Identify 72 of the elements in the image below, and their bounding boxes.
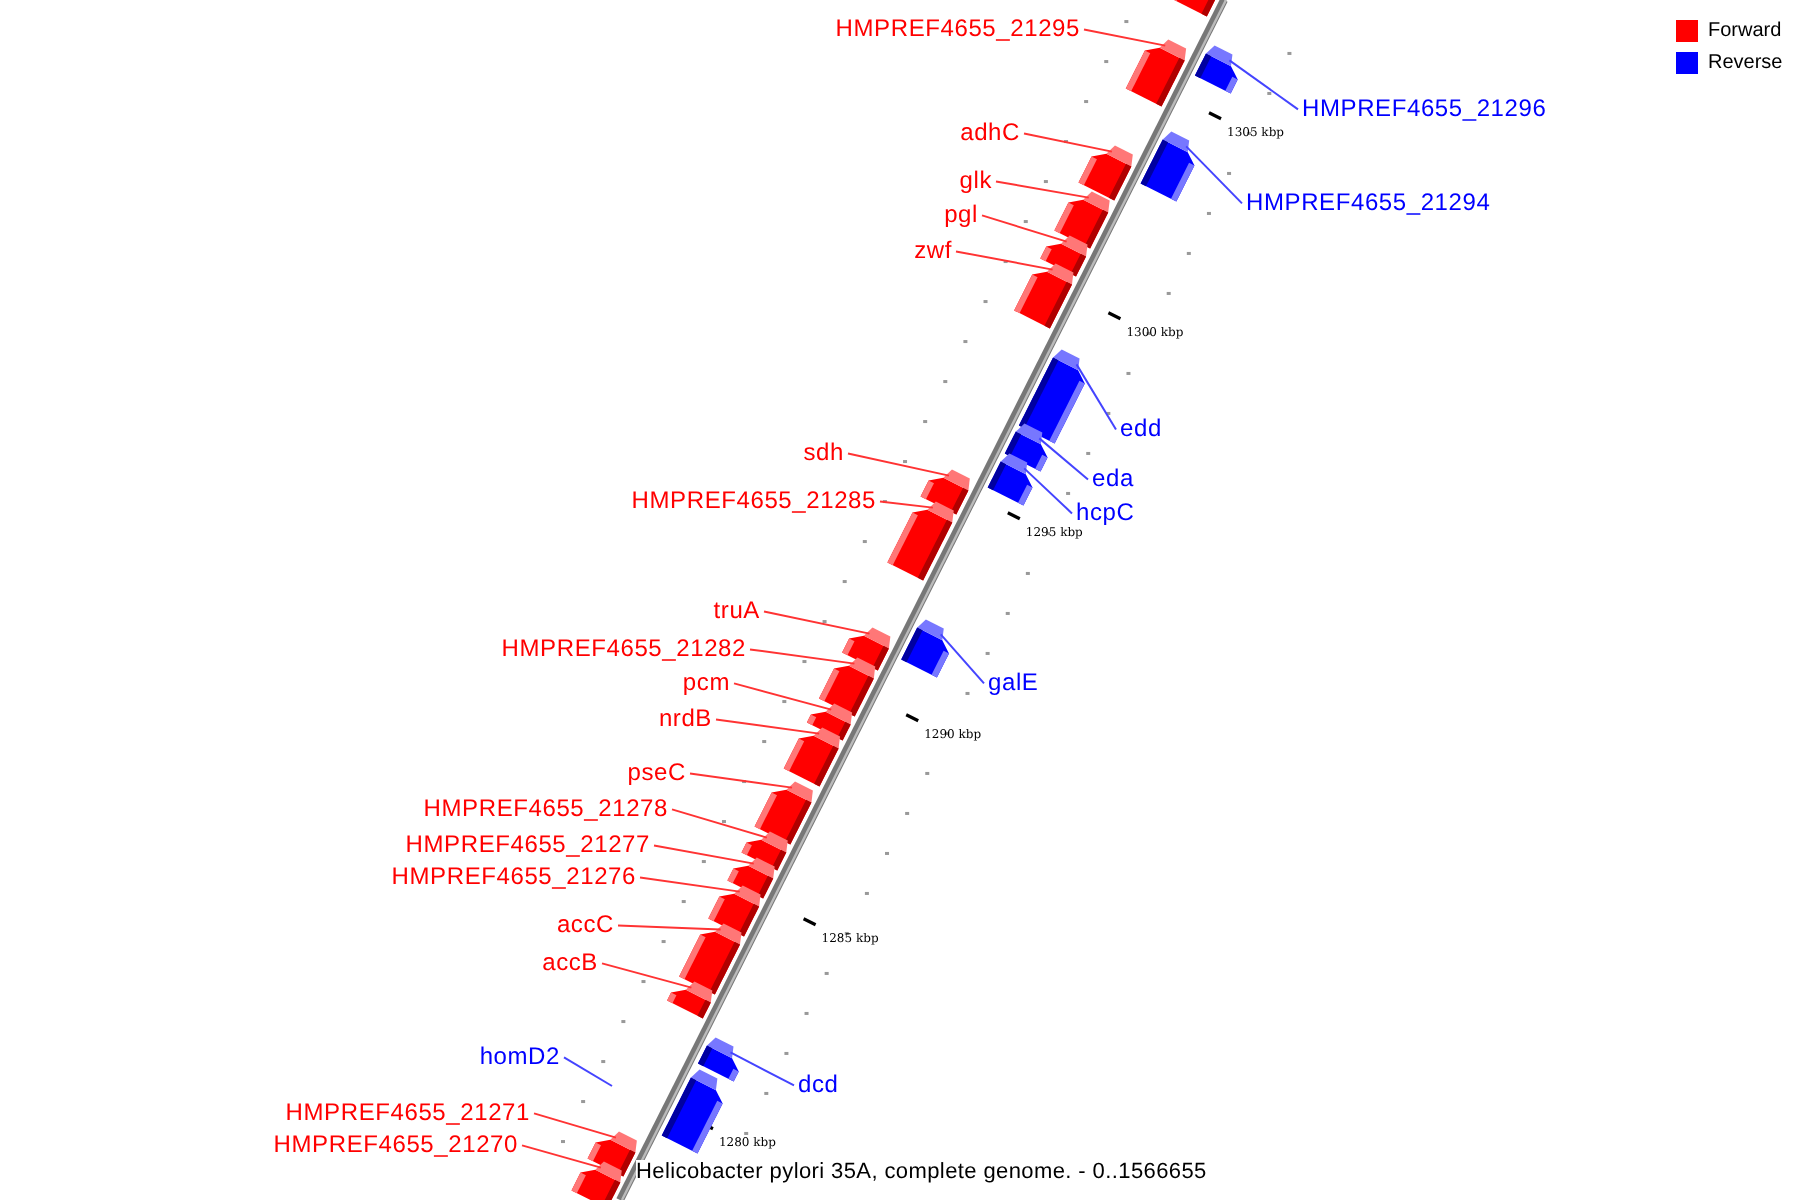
gene-label: HMPREF4655_21282 [501, 634, 746, 662]
gene-label: HMPREF4655_21278 [423, 794, 668, 822]
gene-block [783, 727, 841, 787]
gene-block [901, 619, 949, 678]
gene-block [1125, 39, 1187, 107]
gene-label: HMPREF4655_21294 [1246, 188, 1491, 216]
leader-line [715, 718, 821, 735]
gene-label: pgl [944, 200, 978, 228]
gene-label: accB [542, 948, 598, 976]
gene-block [667, 981, 713, 1019]
leader-line [639, 876, 741, 893]
leader-line [601, 962, 693, 989]
gene-block [754, 781, 813, 845]
gene-block [987, 453, 1033, 506]
leader-line [1023, 132, 1113, 153]
gene-label: HMPREF4655_21296 [1302, 94, 1547, 122]
gene-label: pseC [627, 758, 686, 786]
gene-label: hcpC [1076, 498, 1135, 526]
gene-block [1018, 349, 1085, 444]
legend-label: Forward [1708, 20, 1782, 44]
gene-label: HMPREF4655_21285 [631, 486, 876, 514]
gene-label: HMPREF4655_21270 [273, 1130, 518, 1158]
gene-label: accC [556, 910, 614, 938]
gene-block [661, 1069, 723, 1154]
leader-line [733, 682, 833, 711]
leader-line [689, 772, 793, 789]
leader-line [955, 250, 1054, 271]
gene-label: HMPREF4655_21276 [391, 862, 636, 890]
leader-line [671, 808, 768, 839]
leader-line [653, 844, 755, 865]
gene-label: sdh [803, 438, 844, 466]
leader-line [563, 1056, 613, 1087]
leader-line [617, 924, 722, 931]
gene-block [679, 923, 742, 995]
gene-label: pcm [682, 668, 730, 696]
leader-line [879, 500, 934, 509]
gene-label: galE [988, 668, 1039, 696]
gene-label: glk [959, 166, 992, 194]
leader-line [533, 1112, 617, 1139]
gene-block [571, 1161, 622, 1200]
gene-block [1194, 45, 1238, 94]
leader-line [1023, 467, 1073, 515]
leader-line [995, 180, 1090, 199]
leader-line [1228, 59, 1299, 111]
gene-label: truA [713, 596, 760, 624]
gene-label: HMPREF4655_21277 [405, 830, 650, 858]
leader-line [939, 633, 985, 685]
leader-line [1075, 363, 1117, 431]
leader-line [521, 1144, 602, 1169]
gene-block [1078, 145, 1133, 201]
gene-label: zwf [914, 236, 952, 264]
leader-line [749, 648, 856, 665]
leader-line [847, 452, 950, 477]
gene-label: HMPREF4655_21295 [835, 14, 1080, 42]
gene-label: adhC [960, 118, 1020, 146]
gene-label: eda [1092, 464, 1134, 492]
gene-label: dcd [798, 1070, 839, 1098]
gene-block [1171, 0, 1220, 17]
legend-label: Reverse [1708, 52, 1783, 76]
leader-line [1185, 145, 1243, 205]
leader-line [1038, 437, 1089, 481]
gene-label: homD2 [479, 1042, 560, 1070]
caption: Helicobacter pylori 35A, complete genome. - 0..1566655 [636, 1160, 1207, 1184]
gene-block [1014, 263, 1074, 329]
gene-block [1140, 131, 1195, 202]
leader-line [763, 610, 871, 635]
gene-label: edd [1120, 414, 1162, 442]
leader-line [981, 214, 1068, 243]
leader-line [1083, 28, 1167, 47]
gene-label: HMPREF4655_21271 [285, 1098, 530, 1126]
gene-block [887, 501, 954, 581]
gene-label: nrdB [658, 704, 712, 732]
